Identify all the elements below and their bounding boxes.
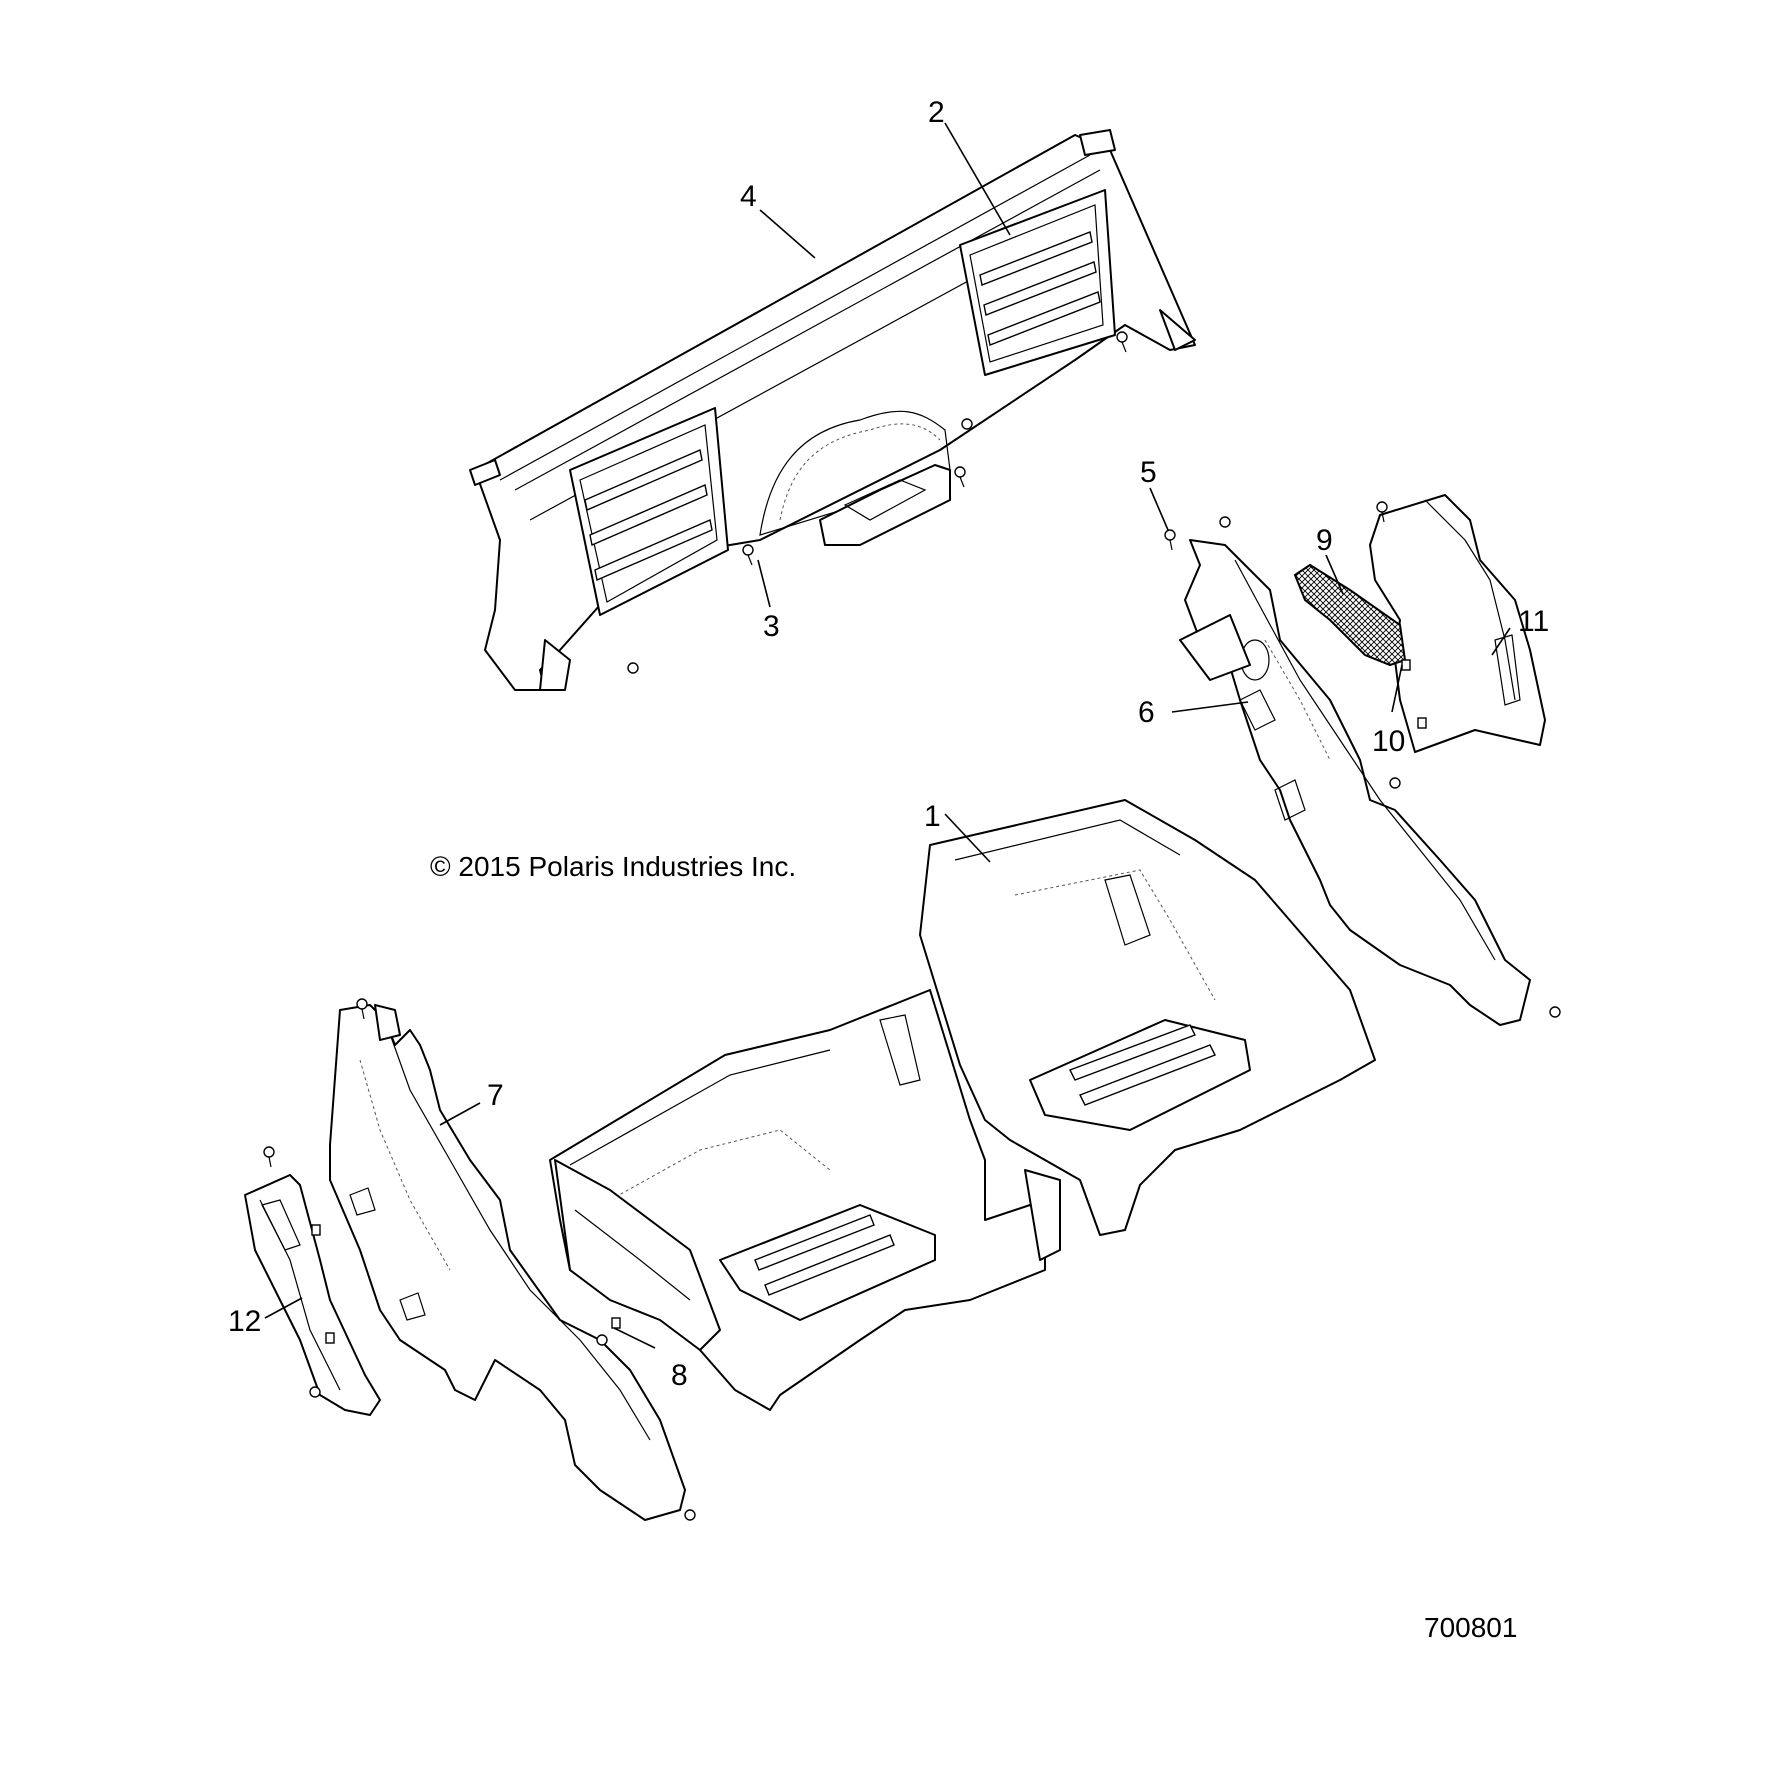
clip-icon xyxy=(1401,659,1411,671)
callout-12: 12 xyxy=(228,1305,261,1338)
callout-11: 11 xyxy=(1518,605,1549,638)
callout-5: 5 xyxy=(1140,456,1157,489)
side-panel-part-6 xyxy=(1179,539,1531,1026)
clip-icon xyxy=(325,1332,335,1344)
screw-icon xyxy=(742,544,754,566)
callout-labels: 1 2 3 4 5 6 7 8 9 10 11 12 xyxy=(228,96,1549,1392)
screw-icon xyxy=(1164,529,1176,551)
callout-6: 6 xyxy=(1138,696,1155,729)
leader-lines xyxy=(264,122,1511,1349)
callout-2: 2 xyxy=(928,96,945,129)
screw-icon xyxy=(1219,516,1231,528)
screw-icon xyxy=(309,1386,321,1398)
callout-7: 7 xyxy=(487,1079,504,1112)
screw-icon xyxy=(954,466,966,488)
callout-1: 1 xyxy=(924,800,941,833)
screw-icon xyxy=(1389,777,1401,789)
side-panel-part-7 xyxy=(329,1004,686,1521)
screw-icon xyxy=(1549,1006,1561,1018)
screw-icon xyxy=(1376,501,1388,523)
callout-3: 3 xyxy=(763,610,780,643)
fasteners-left xyxy=(263,998,696,1521)
document-number: 700801 xyxy=(1424,1612,1517,1643)
outer-panel-part-11 xyxy=(1369,494,1546,753)
screw-icon xyxy=(356,998,368,1020)
screw-icon xyxy=(961,418,973,430)
screw-icon xyxy=(684,1509,696,1521)
floor-tub-part-1 xyxy=(549,799,1376,1411)
screw-icon xyxy=(1116,331,1128,353)
callout-4: 4 xyxy=(740,180,757,213)
fasteners-right xyxy=(1164,501,1561,1018)
storage-panel-part-2 xyxy=(959,189,1116,376)
storage-panel-left xyxy=(569,407,729,616)
screw-icon xyxy=(263,1146,275,1168)
callout-9: 9 xyxy=(1316,524,1333,557)
screw-icon xyxy=(627,662,639,674)
clip-icon xyxy=(1417,717,1427,729)
mesh-grille-part-9 xyxy=(1293,563,1407,667)
callout-10: 10 xyxy=(1372,725,1405,758)
callout-8: 8 xyxy=(671,1359,688,1392)
clip-icon xyxy=(611,1317,621,1329)
copyright-text: © 2015 Polaris Industries Inc. xyxy=(430,851,796,882)
clip-icon xyxy=(311,1224,321,1236)
screw-fasteners-part-3 xyxy=(627,331,1128,674)
screw-icon xyxy=(596,1334,608,1346)
trim-piece-part-12 xyxy=(244,1174,381,1416)
